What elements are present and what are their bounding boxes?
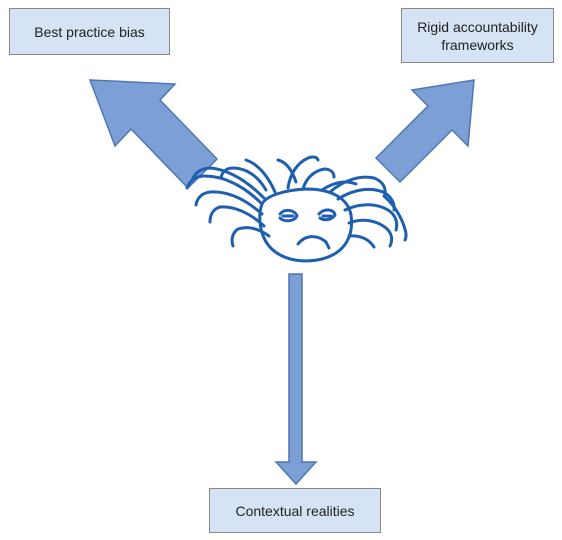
arrow-up-left [88,79,219,190]
rigid-accountability-frameworks-label: Rigid accountability frameworks [417,18,538,53]
rigid-accountability-frameworks-box: Rigid accountability frameworks [401,8,554,63]
arrow-up-right [374,79,475,184]
best-practice-bias-label: Best practice bias [34,23,145,40]
contextual-realities-label: Contextual realities [235,502,355,519]
contextual-realities-box: Contextual realities [209,488,381,533]
arrow-down [274,273,318,486]
stressed-face-sketch-icon [185,155,408,263]
best-practice-bias-box: Best practice bias [9,8,170,55]
